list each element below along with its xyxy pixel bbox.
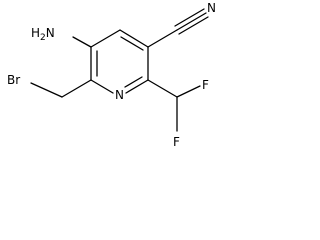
ring-bond-c2-c3 — [90, 29, 121, 48]
bond-c5-chf2 — [147, 79, 178, 98]
ring-bond-c6-c2 — [90, 46, 98, 81]
ring-bond-c3-c4 — [119, 29, 149, 51]
bond-c4-nitrile-carbon — [147, 29, 178, 48]
fluorine-label-2: F — [173, 135, 180, 149]
amino-label-h: H — [31, 26, 40, 40]
bond-ch2-br — [30, 82, 63, 98]
bromine-label: Br — [7, 73, 20, 87]
amino-label: H2N — [31, 26, 55, 43]
ring-nitrogen-label: N — [115, 88, 124, 102]
amino-label-n: N — [46, 26, 55, 40]
bond-c2-amino — [72, 36, 92, 48]
ring-bond-c5-n — [124, 76, 149, 94]
bond-c6-ch2 — [61, 79, 92, 98]
bond-chf2-f1 — [176, 85, 201, 98]
amino-label-subscript: 2 — [40, 33, 46, 43]
nitrile-nitrogen-label: N — [207, 1, 216, 15]
fluorine-label-1: F — [202, 78, 209, 92]
ring-bond-n-c6 — [90, 79, 114, 94]
bond-nitrile-triple — [174, 8, 209, 35]
molecule-structure: H2N N N Br F F — [7, 1, 216, 149]
